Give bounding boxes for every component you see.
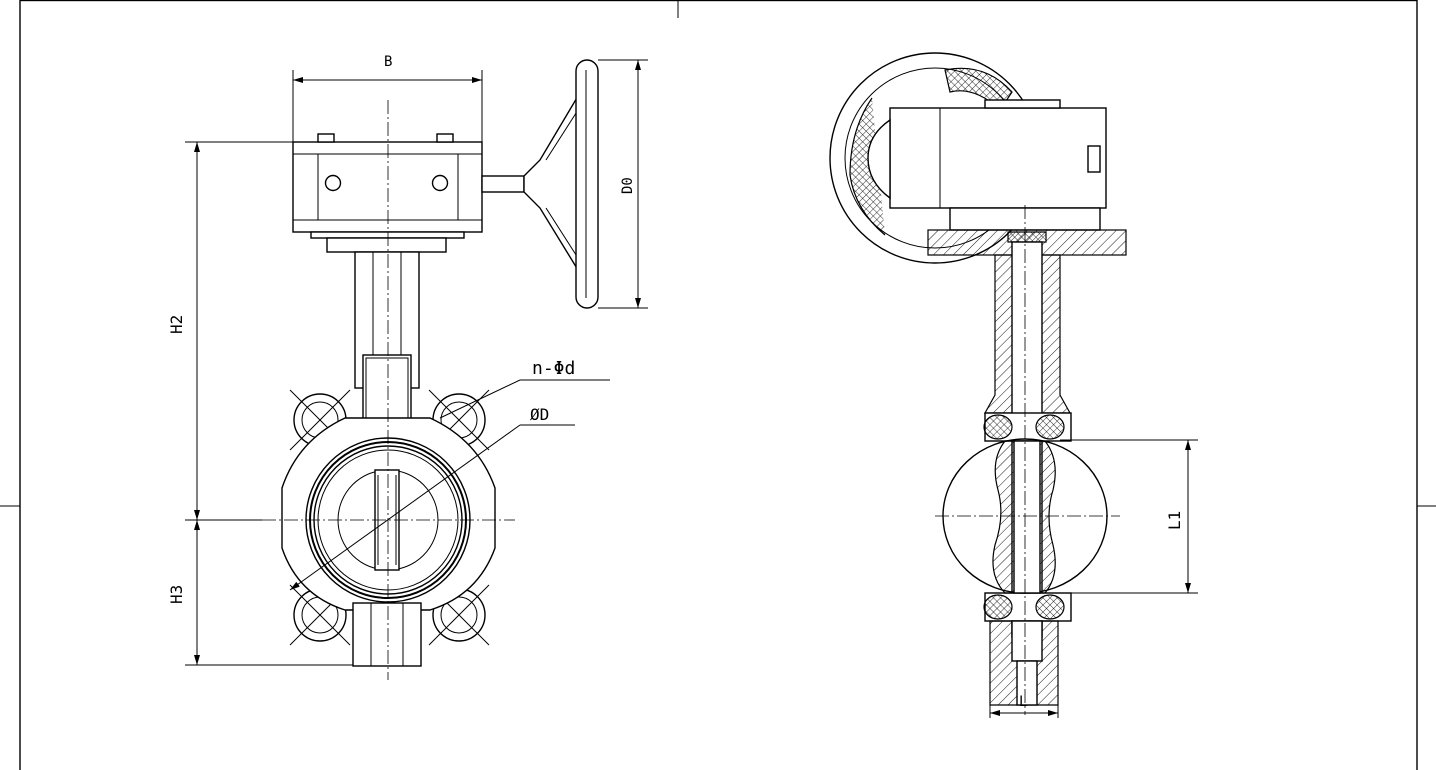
dim-label-phi-D: ØD — [530, 405, 549, 424]
gearbox-body — [292, 141, 483, 233]
dim-label-L: L — [1019, 694, 1027, 710]
dim-label-L1: L1 — [1165, 511, 1184, 530]
front-view — [262, 59, 610, 680]
dim-label-B: B — [384, 54, 392, 70]
front-view-dimensions — [185, 59, 648, 666]
handwheel-rim — [575, 59, 599, 309]
side-view-dimensions — [989, 439, 1198, 718]
dim-label-n-phi-d: n-Φd — [532, 358, 575, 379]
dim-label-H3: H3 — [167, 585, 186, 604]
dim-label-D0: D0 — [620, 177, 636, 194]
gearbox-side — [889, 107, 1107, 209]
dim-label-H2: H2 — [167, 315, 186, 334]
bolt-hole-right — [431, 174, 449, 192]
side-view — [829, 52, 1127, 715]
bolt-hole-left — [324, 174, 342, 192]
